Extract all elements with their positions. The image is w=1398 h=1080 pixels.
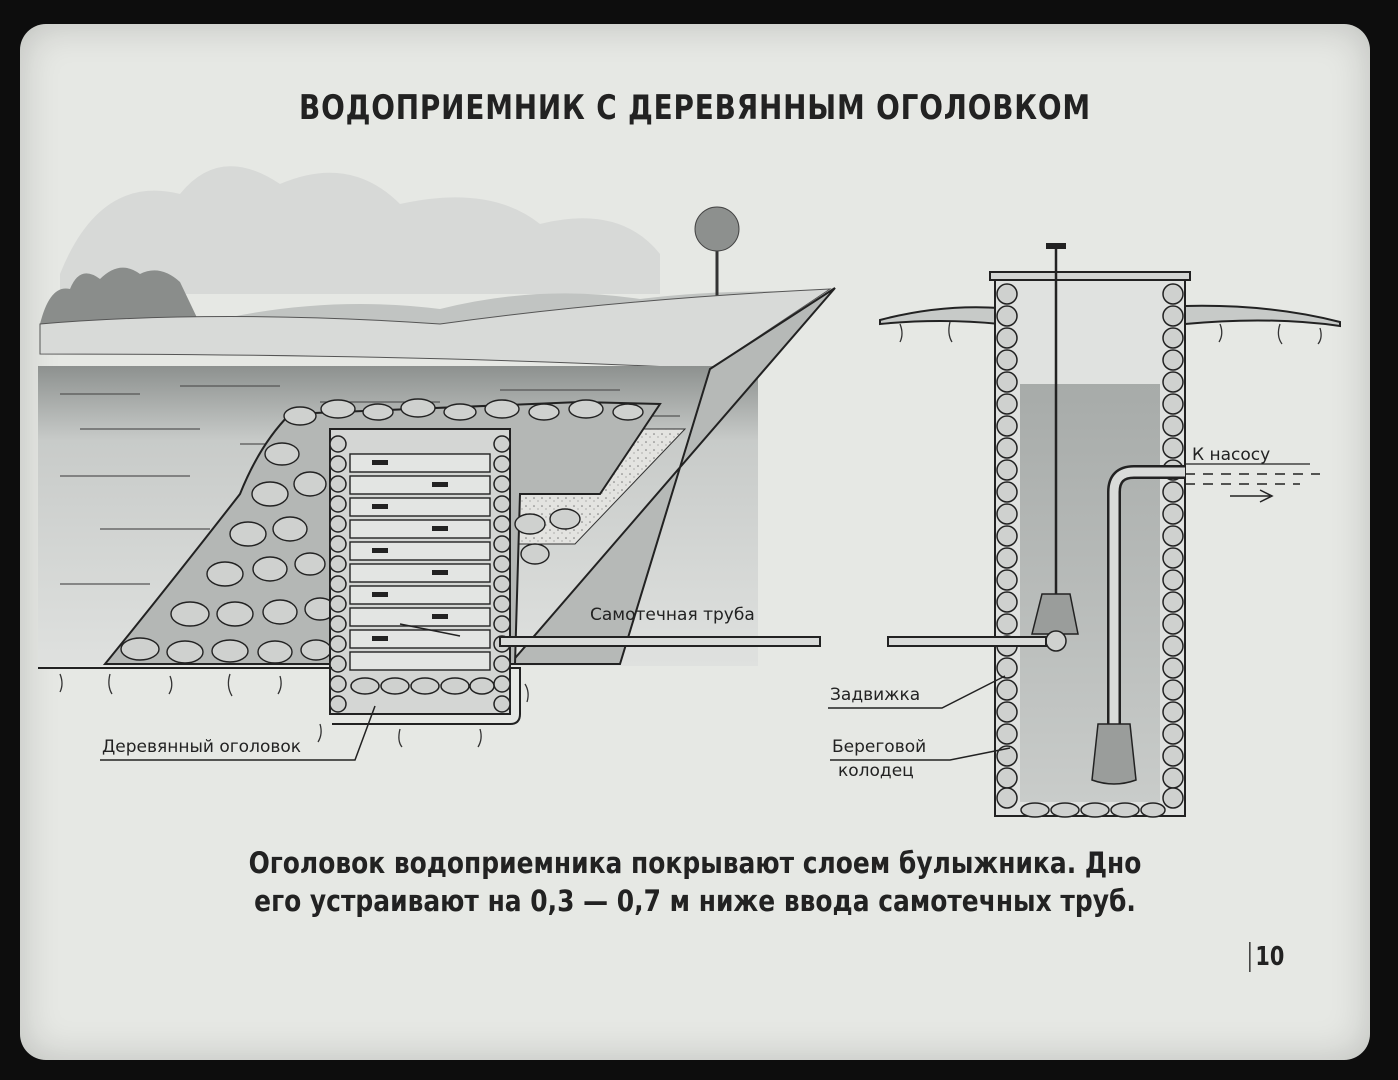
cobbles <box>120 398 644 664</box>
valve-leader-line <box>828 675 1006 709</box>
well-leader-line <box>830 747 1011 761</box>
head-leader-line <box>100 705 376 761</box>
slide-frame: Самотечная труба Деревянный оголовок <box>20 24 1370 1060</box>
pipe-label: Самотечная труба <box>590 605 755 625</box>
head-label: Деревянный оголовок <box>102 737 301 757</box>
well-water <box>1020 384 1160 802</box>
ground-roots <box>59 673 529 748</box>
pump-outlet-lines <box>1185 473 1320 503</box>
cloud <box>60 166 660 294</box>
well-ground-left <box>879 306 1001 326</box>
reservoir-scene <box>38 166 836 748</box>
gate-valve <box>1031 593 1079 635</box>
well-label-line1: Береговой <box>832 737 926 757</box>
far-treeline <box>40 267 200 324</box>
well-ground-right <box>1184 304 1341 328</box>
tree <box>694 206 740 299</box>
well-floor-logs <box>1020 802 1166 818</box>
pump-label: К насосу <box>1192 445 1270 465</box>
valve-label: Задвижка <box>830 685 920 705</box>
pipe-inlet-arrow <box>399 623 461 637</box>
gravity-pipe-left <box>499 636 821 647</box>
page-title: ВОДОПРИЕМНИК С ДЕРЕВЯННЫМ ОГОЛОВКОМ <box>299 88 1091 128</box>
suction-bell <box>1091 723 1137 785</box>
suction-pipe-inner <box>1109 467 1185 784</box>
caption-line-2: его устраивают на 0,3 — 0,7 м ниже ввода… <box>254 884 1136 918</box>
gravity-pipe-right <box>887 636 1047 647</box>
valve-handwheel <box>1046 243 1066 249</box>
well-cover <box>989 271 1191 281</box>
well-soil-roots <box>899 321 1322 345</box>
caption: Оголовок водоприемника покрывают слоем б… <box>218 844 1173 920</box>
shore-well <box>879 243 1341 818</box>
diagram-canvas: Самотечная труба Деревянный оголовок <box>38 166 1341 818</box>
wooden-head-crib <box>329 428 511 715</box>
distant-shore <box>39 288 832 370</box>
well-log-walls <box>996 283 1184 809</box>
valve-flange <box>1045 630 1067 652</box>
well-label-line2: колодец <box>838 761 914 781</box>
page-number: 10 <box>1249 942 1289 972</box>
caption-line-1: Оголовок водоприемника покрывают слоем б… <box>248 846 1142 880</box>
ground-line <box>38 667 521 725</box>
